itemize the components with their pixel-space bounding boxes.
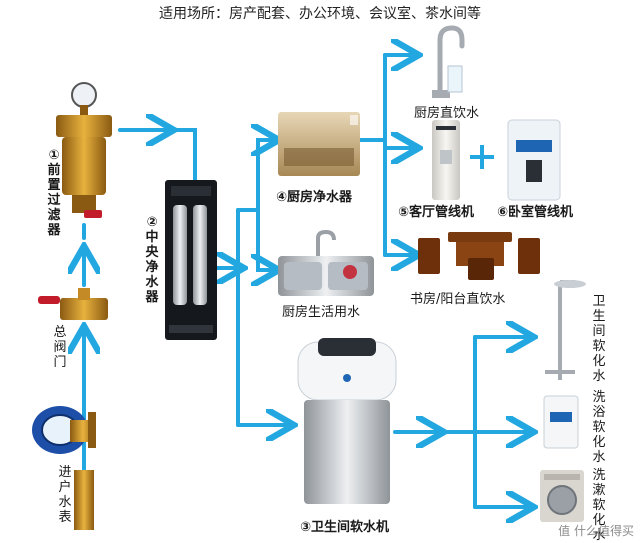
shower-soft-water-label: 洗浴软化水 [592,390,606,465]
kitchen-living-water-label: 厨房生活用水 [282,305,361,320]
water-meter-icon [32,406,96,530]
pre-filter-icon [56,82,112,218]
water-heater-icon [543,395,579,449]
plus-icon [470,145,494,169]
pipe-to-kitchen-purifier [236,140,275,212]
bedroom-dispenser-label: ⑥卧室管线机 [497,205,574,220]
main-valve-icon [38,288,108,320]
kitchen-direct-water-label: 厨房直饮水 [414,106,480,121]
pipe-to-sink [258,208,275,270]
kitchen-purifier-icon [278,112,360,176]
kitchen-purifier-label: ④厨房净水器 [276,190,353,205]
kitchen-sink-icon [278,229,374,296]
pipe-network [84,55,530,507]
usage-scope-title: 适用场所：房产配套、办公环境、会议室、茶水间等 [159,6,481,22]
bathroom-softener-label: ③卫生间软水机 [300,520,390,535]
bath-soft-water-label: 卫生间软化水 [592,294,606,384]
living-room-dispenser-icon [432,120,460,200]
pipe-central-riser [168,128,197,182]
bedroom-dispenser-icon [507,119,561,201]
shower-icon [545,280,586,380]
study-balcony-water-label: 书房/阳台直饮水 [410,292,506,307]
laundry-soft-water-label: 洗漱软化水 [592,468,606,543]
water-softener-icon [297,338,397,504]
pre-filter-label: ①前置过滤器 [47,148,61,238]
main-valve-label: 总阀门 [53,325,67,370]
central-purifier-icon [165,180,217,340]
direct-faucet-icon [432,25,465,98]
living-room-dispenser-label: ⑤客厅管线机 [398,205,475,220]
watermark: 值 什么值得买 [558,524,634,538]
central-purifier-label: ②中央净水器 [145,215,159,305]
water-meter-label: 进户水表 [58,465,72,525]
washing-machine-icon [540,470,584,522]
tea-table-icon [418,232,540,280]
